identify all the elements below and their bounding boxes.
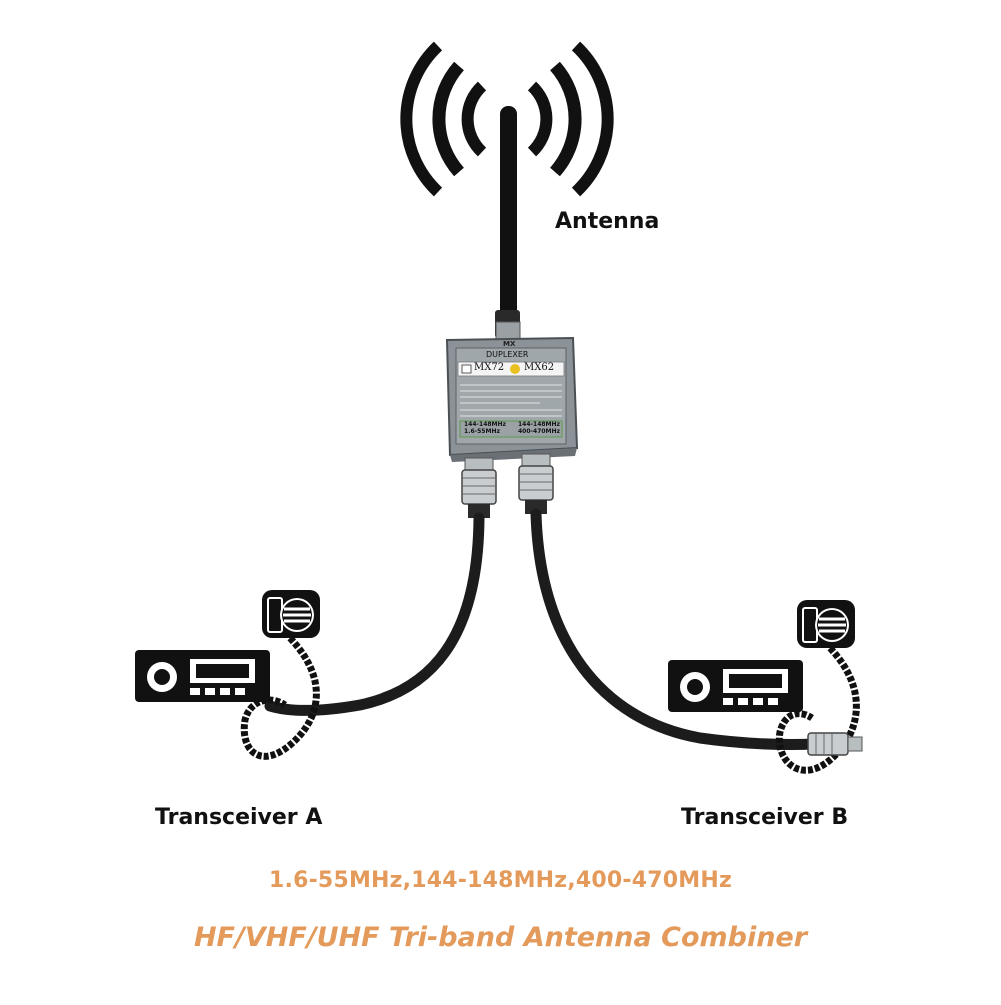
- coax-cable: [264, 508, 821, 750]
- transceiver-icon: [135, 650, 270, 702]
- coax-connector-icon: [461, 453, 554, 518]
- frequency-caption: 1.6-55MHz,144-148MHz,400-470MHz: [269, 868, 732, 893]
- antenna-label: Antenna: [555, 209, 660, 234]
- device-model-right: MX62: [524, 362, 555, 373]
- microphone-icon: [775, 600, 860, 774]
- device-port-right-label: 144-148MHz 400-470MHz: [518, 421, 561, 435]
- device-port-left-label: 144-148MHz 1.6-55MHz: [464, 421, 507, 435]
- transceiver-b-label: Transceiver B: [681, 805, 849, 830]
- antenna-icon: [495, 106, 521, 341]
- transceiver-icon: [668, 660, 803, 712]
- radio-waves-icon: [400, 41, 614, 197]
- microphone-icon: [240, 590, 320, 760]
- device-type: DUPLEXER: [486, 350, 529, 359]
- transceiver-a-label: Transceiver A: [155, 805, 323, 830]
- product-title: HF/VHF/UHF Tri-band Antenna Combiner: [193, 922, 808, 953]
- coax-connector-icon: [807, 732, 863, 756]
- device-model-left: MX72: [474, 362, 505, 373]
- device-brand: MX: [503, 340, 516, 348]
